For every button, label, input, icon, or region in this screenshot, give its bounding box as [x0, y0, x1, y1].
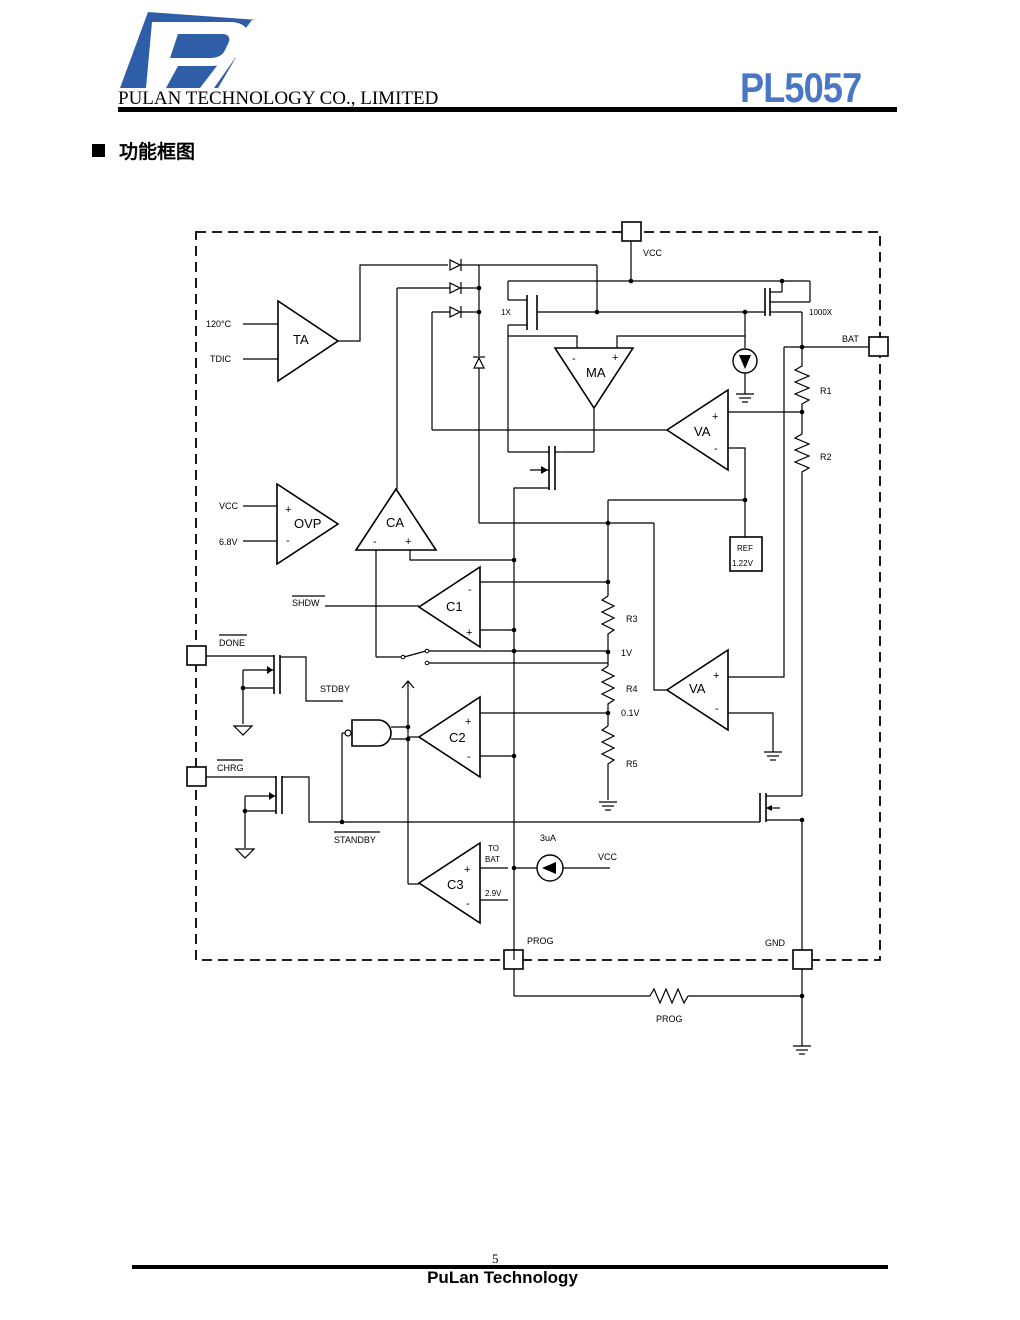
ma-amplifier [553, 347, 635, 410]
r1-label: R1 [820, 386, 832, 396]
part-number: PL5057 [740, 64, 862, 111]
pulan-logo [120, 12, 262, 88]
ta-amplifier [277, 299, 340, 383]
c1-comparator [417, 565, 481, 649]
1x-label: 1X [501, 308, 511, 317]
svg-text:-: - [572, 353, 576, 365]
2-9v-label: 2.9V [485, 889, 502, 898]
ovp-vcc-label: VCC [219, 501, 239, 511]
diode-3 [449, 306, 462, 318]
company-name: PULAN TECHNOLOGY CO., LIMITED [118, 88, 439, 109]
6-8v-label: 6.8V [219, 537, 238, 547]
ref-block [729, 536, 763, 572]
tdic-label: TDIC [210, 354, 231, 364]
chrg-pin [186, 766, 207, 787]
vcc-source-label: VCC [598, 852, 618, 862]
prog-resistor-label: PROG [656, 1014, 683, 1024]
r3-label: R3 [626, 614, 638, 624]
section-heading: 功能框图 [92, 137, 195, 164]
r2-label: R2 [820, 452, 832, 462]
bullet-square-icon [92, 144, 105, 157]
temp-120-label: 120°C [206, 319, 232, 329]
diode-1 [449, 259, 462, 271]
vcc-pin-label: VCC [643, 248, 663, 258]
0-1v-label: 0.1V [621, 708, 640, 718]
svg-text:+: + [712, 411, 718, 423]
prog-pin-label: PROG [527, 936, 554, 946]
svg-text:+: + [465, 716, 471, 728]
ovp-amplifier [276, 482, 340, 566]
diode-4 [473, 356, 485, 369]
svg-text:+: + [464, 864, 470, 876]
c1-label: C1 [446, 599, 463, 614]
to-label: TO [488, 844, 499, 853]
va-amplifier-2 [665, 648, 729, 732]
ta-label: TA [293, 332, 309, 347]
bat-pin [868, 336, 889, 357]
c3-label: C3 [447, 877, 464, 892]
footer-text: PuLan Technology [427, 1268, 578, 1287]
page-number: 5 [492, 1251, 499, 1266]
ca-label: CA [386, 515, 404, 530]
vcc-pin [621, 221, 642, 242]
svg-text:-: - [467, 751, 471, 763]
1000x-label: 1000X [809, 308, 833, 317]
diode-2 [449, 282, 462, 294]
svg-text:+: + [285, 504, 291, 516]
done-pin-label: DONE [219, 638, 245, 648]
ic-boundary [195, 231, 881, 961]
ref-line2: 1.22V [732, 559, 754, 568]
shdw-label: SHDW [292, 598, 320, 608]
ovp-label: OVP [294, 516, 321, 531]
header-rule [118, 107, 897, 112]
bat-pin-label: BAT [842, 334, 859, 344]
gnd-pin [792, 949, 813, 970]
svg-text:+: + [466, 627, 472, 639]
svg-text:+: + [612, 352, 618, 364]
ref-line1: REF [737, 544, 753, 553]
to-bat-label: BAT [485, 855, 500, 864]
c2-label: C2 [449, 730, 466, 745]
r4-label: R4 [626, 684, 638, 694]
svg-text:-: - [714, 443, 718, 455]
svg-text:-: - [468, 584, 472, 596]
va2-label: VA [689, 681, 706, 696]
nand-gate [351, 719, 392, 747]
gnd-pin-label: GND [765, 938, 786, 948]
footer-rule [132, 1265, 888, 1269]
va1-label: VA [694, 424, 711, 439]
ca-amplifier [354, 487, 438, 551]
stdby-label: STDBY [320, 684, 350, 694]
svg-text:+: + [405, 536, 411, 548]
r5-label: R5 [626, 759, 638, 769]
section-title: 功能框图 [119, 142, 196, 163]
done-pin [186, 645, 207, 666]
3ua-label: 3uA [540, 833, 556, 843]
standby-label: STANDBY [334, 835, 376, 845]
svg-text:-: - [373, 536, 377, 548]
svg-text:-: - [715, 703, 719, 715]
svg-text:-: - [286, 535, 290, 547]
c3-comparator [417, 841, 481, 925]
va-amplifier-1 [665, 388, 729, 472]
1v-label: 1V [621, 648, 632, 658]
ma-label: MA [586, 365, 606, 380]
svg-text:-: - [466, 898, 470, 910]
c2-comparator [417, 695, 481, 779]
svg-text:+: + [713, 670, 719, 682]
chrg-pin-label: CHRG [217, 763, 244, 773]
